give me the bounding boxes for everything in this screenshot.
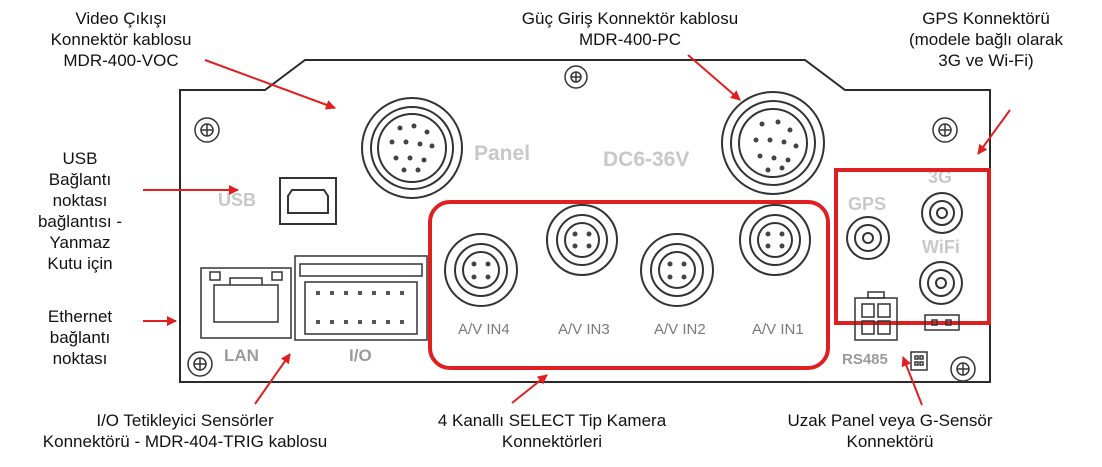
- label-lan: LAN: [224, 346, 259, 365]
- screw-bottom-right: [950, 356, 976, 382]
- lan-port: [200, 267, 292, 339]
- av-in3-connector: [546, 204, 618, 276]
- label-gps: GPS: [848, 194, 886, 214]
- rs485-connector: [854, 291, 898, 341]
- label-usb: USB: [218, 190, 256, 210]
- arrow-power-in: [687, 54, 741, 101]
- arrow-remote-panel: [901, 356, 923, 406]
- callout-io-trigger: I/O Tetikleyici Sensörler Konnektörü - M…: [42, 411, 328, 451]
- label-av-in2: A/V IN2: [654, 321, 706, 338]
- callout-power-input: Güç Giriş Konnektör kablosu MDR-400-PC: [521, 9, 739, 49]
- av-in4-connector: [444, 233, 518, 307]
- device-panel: [179, 59, 991, 383]
- dc-power-connector: [721, 91, 825, 195]
- label-av-in4: A/V IN4: [458, 321, 510, 338]
- callout-remote-panel: Uzak Panel veya G-Sensör Konnektörü: [787, 411, 993, 451]
- callout-camera-connectors: 4 Kanallı SELECT Tip Kamera Konnektörler…: [437, 411, 667, 451]
- callout-arrows: [143, 54, 1011, 406]
- panel-connector: [361, 97, 463, 199]
- gps-antenna-connector: [846, 216, 890, 260]
- label-io: I/O: [349, 346, 372, 365]
- callout-ethernet: Ethernet bağlantı noktası: [47, 307, 113, 368]
- label-av-in3: A/V IN3: [558, 321, 610, 338]
- remote-panel-connector: [910, 351, 928, 371]
- io-terminal-block: [294, 255, 428, 341]
- wifi-antenna-connector: [919, 261, 963, 305]
- label-rs485: RS485: [842, 351, 888, 368]
- g-sensor-connector: [924, 314, 960, 331]
- arrow-gps: [977, 109, 1011, 155]
- label-panel: Panel: [474, 142, 530, 165]
- screw-top-right: [932, 117, 958, 143]
- av-in2-connector: [640, 233, 714, 307]
- label-dc: DC6-36V: [603, 148, 689, 171]
- arrow-io: [254, 353, 291, 405]
- camera-connectors-highlight: [428, 200, 830, 370]
- av-in1-connector: [739, 204, 811, 276]
- screw-top-center: [564, 65, 588, 89]
- arrow-cameras: [511, 374, 548, 404]
- callout-gps: GPS Konnektörü (modele bağlı olarak 3G v…: [908, 9, 1064, 70]
- antenna-highlight: [834, 168, 991, 325]
- callout-usb: USB Bağlantı noktası bağlantısı - Yanmaz…: [37, 149, 123, 273]
- screw-bottom-left: [187, 351, 213, 377]
- label-av-in1: A/V IN1: [752, 321, 804, 338]
- screw-top-left: [194, 117, 220, 143]
- label-wifi: WiFi: [922, 237, 960, 257]
- callout-video-output: Video Çıkışı Konnektör kablosu MDR-400-V…: [50, 9, 192, 70]
- arrow-video-out: [204, 59, 336, 110]
- 3g-antenna-connector: [921, 192, 963, 234]
- usb-port: [279, 177, 337, 225]
